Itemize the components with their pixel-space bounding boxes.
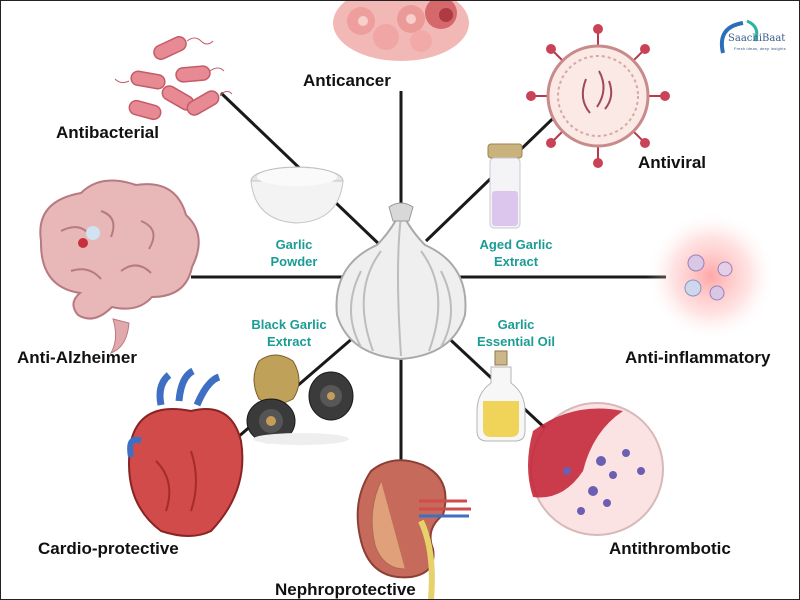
kidney-icon	[356, 459, 471, 599]
black-garlic-icon	[246, 354, 354, 445]
logo-swirl-icon	[720, 19, 759, 54]
label-anti-alzheimer: Anti-Alzheimer	[17, 348, 137, 367]
label-aged-garlic-extract: Aged Garlic Extract	[471, 236, 561, 270]
heart-icon	[127, 367, 244, 537]
label-antithrombotic: Antithrombotic	[609, 539, 731, 558]
blood-clot-icon	[528, 402, 664, 536]
label-cardio-protective: Cardio-protective	[38, 539, 179, 558]
label-garlic-powder-line1: Garlic	[275, 237, 313, 252]
label-black-garlic-line1: Black Garlic	[251, 317, 327, 332]
label-garlic-powder: Garlic Powder	[254, 236, 334, 270]
aged-extract-vial-icon	[487, 143, 523, 229]
label-anticancer: Anticancer	[303, 71, 391, 90]
label-essential-oil-line1: Garlic	[497, 317, 535, 332]
label-black-garlic-extract: Black Garlic Extract	[239, 316, 339, 350]
label-aged-extract-line2: Extract	[493, 254, 539, 269]
label-nephroprotective: Nephroprotective	[275, 580, 416, 599]
cancer-cells-icon	[333, 1, 469, 61]
label-garlic-powder-line2: Powder	[270, 254, 318, 269]
logo-tagline: Fresh ideas, deep insights	[734, 46, 786, 51]
inflammation-cells-icon	[646, 211, 776, 341]
bacteria-flagella	[114, 37, 233, 97]
label-antibacterial: Antibacterial	[56, 123, 159, 142]
logo-title: SaachiBaat	[728, 33, 786, 44]
label-antiviral: Antiviral	[638, 153, 707, 172]
garlic-oil-bottle-icon	[476, 350, 526, 442]
label-anti-inflammatory: Anti-inflammatory	[625, 348, 771, 367]
virus-icon	[526, 24, 670, 168]
label-garlic-essential-oil: Garlic Essential Oil	[466, 316, 566, 350]
bacteria-icon	[128, 36, 220, 121]
label-black-garlic-line2: Extract	[266, 334, 312, 349]
garlic-powder-bowl-icon	[250, 166, 344, 224]
garlic-bulb-icon	[335, 202, 467, 361]
brain-icon	[39, 179, 200, 354]
label-essential-oil-line2: Essential Oil	[476, 334, 556, 349]
label-aged-extract-line1: Aged Garlic	[479, 237, 553, 252]
